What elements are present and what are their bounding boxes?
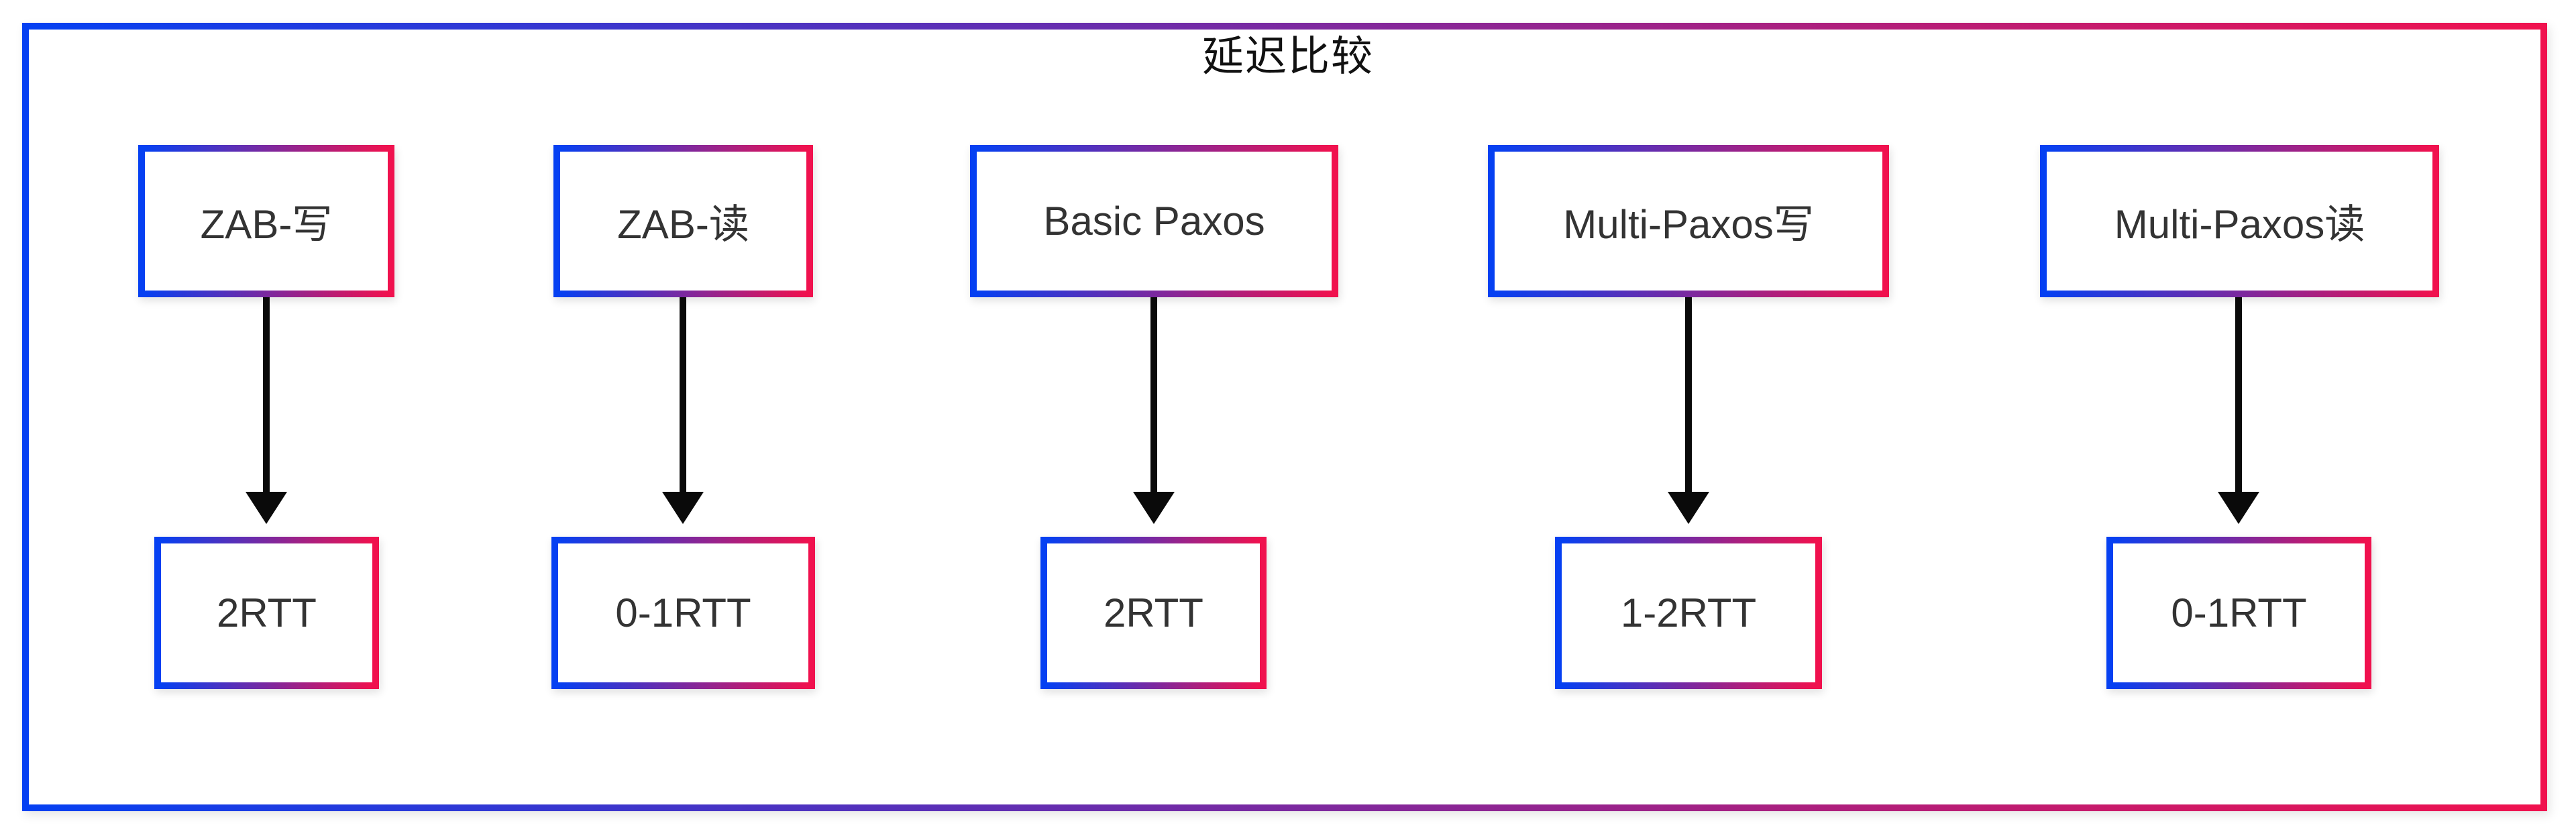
- latency-label: 0-1RTT: [615, 590, 751, 635]
- node-basic-paxos: Basic Paxos: [970, 145, 1338, 297]
- down-arrow-connector: [1685, 297, 1692, 492]
- latency-basic-paxos: 2RTT: [1040, 537, 1267, 689]
- down-arrow-connector: [2235, 297, 2242, 492]
- down-arrow-connector: [680, 297, 686, 492]
- protocol-label: Multi-Paxos读: [2114, 202, 2365, 247]
- protocol-label: ZAB-读: [617, 202, 749, 247]
- arrow-head-icon: [246, 492, 287, 524]
- diagram-title: 延迟比较: [1201, 34, 1374, 80]
- arrow-head-icon: [662, 492, 704, 524]
- down-arrow-connector: [263, 297, 270, 492]
- arrow-head-icon: [2218, 492, 2259, 524]
- latency-label: 2RTT: [1104, 590, 1203, 635]
- protocol-label: ZAB-写: [200, 202, 333, 247]
- latency-multi-paxos-write: 1-2RTT: [1555, 537, 1822, 689]
- node-zab-write: ZAB-写: [138, 145, 394, 297]
- latency-comparison-frame: [22, 23, 2547, 811]
- node-multi-paxos-write: Multi-Paxos写: [1488, 145, 1889, 297]
- down-arrow-connector: [1150, 297, 1157, 492]
- latency-label: 1-2RTT: [1620, 590, 1757, 635]
- protocol-label: Multi-Paxos写: [1563, 202, 1814, 247]
- latency-zab-write: 2RTT: [154, 537, 379, 689]
- latency-multi-paxos-read: 0-1RTT: [2106, 537, 2371, 689]
- latency-label: 0-1RTT: [2171, 590, 2307, 635]
- arrow-head-icon: [1133, 492, 1175, 524]
- protocol-label: Basic Paxos: [1043, 199, 1265, 244]
- node-multi-paxos-read: Multi-Paxos读: [2040, 145, 2439, 297]
- latency-zab-read: 0-1RTT: [551, 537, 815, 689]
- latency-label: 2RTT: [217, 590, 317, 635]
- node-zab-read: ZAB-读: [553, 145, 813, 297]
- arrow-head-icon: [1668, 492, 1709, 524]
